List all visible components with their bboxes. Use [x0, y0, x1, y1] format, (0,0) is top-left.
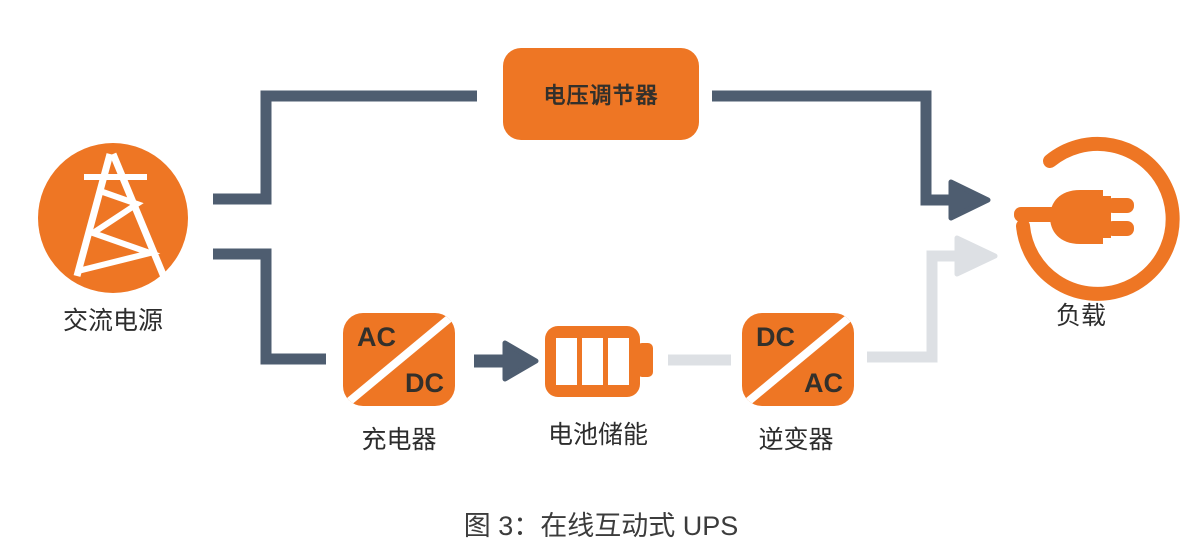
- plug-cord: [1014, 207, 1062, 222]
- connector-source-to-regulator: [213, 90, 477, 205]
- plug-prong-top: [1106, 198, 1134, 213]
- load-label: 负载: [1055, 302, 1107, 330]
- battery-cell: [608, 338, 629, 385]
- load-ring: [1016, 136, 1180, 301]
- battery-cell: [556, 338, 577, 385]
- inverter-label: 逆变器: [758, 426, 834, 454]
- charger-box: AC DC: [343, 313, 455, 406]
- ac-source-icon: [38, 143, 188, 293]
- plug-prong-bottom: [1106, 221, 1134, 236]
- charger-input-text: AC: [357, 322, 396, 352]
- voltage-regulator-label: 电压调节器: [543, 83, 659, 108]
- transmission-tower-icon: [73, 152, 168, 279]
- inverter-input-text: DC: [756, 322, 795, 352]
- figure-caption: 图 3：在线互动式 UPS: [463, 511, 739, 541]
- charger-output-text: DC: [405, 368, 444, 398]
- battery-icon: [545, 326, 653, 397]
- battery-terminal: [637, 343, 653, 377]
- plug-body: [1050, 190, 1103, 244]
- connector-regulator-to-load: [712, 90, 952, 206]
- battery-label: 电池储能: [547, 421, 649, 449]
- power-plug-icon: [1014, 136, 1180, 301]
- arrowhead-charger-to-battery: [502, 340, 539, 382]
- arrowhead-inverter-to-load: [954, 235, 998, 277]
- battery-cell: [582, 338, 603, 385]
- voltage-regulator-box: 电压调节器: [503, 48, 699, 140]
- connector-inverter-to-load: [867, 250, 958, 363]
- arrowhead-regulator-to-load: [948, 179, 991, 221]
- inverter-output-text: AC: [804, 368, 843, 398]
- charger-label: 充电器: [361, 426, 437, 454]
- connector-source-to-charger: [213, 248, 326, 365]
- inverter-box: DC AC: [742, 313, 854, 406]
- ac-source-label: 交流电源: [62, 307, 164, 335]
